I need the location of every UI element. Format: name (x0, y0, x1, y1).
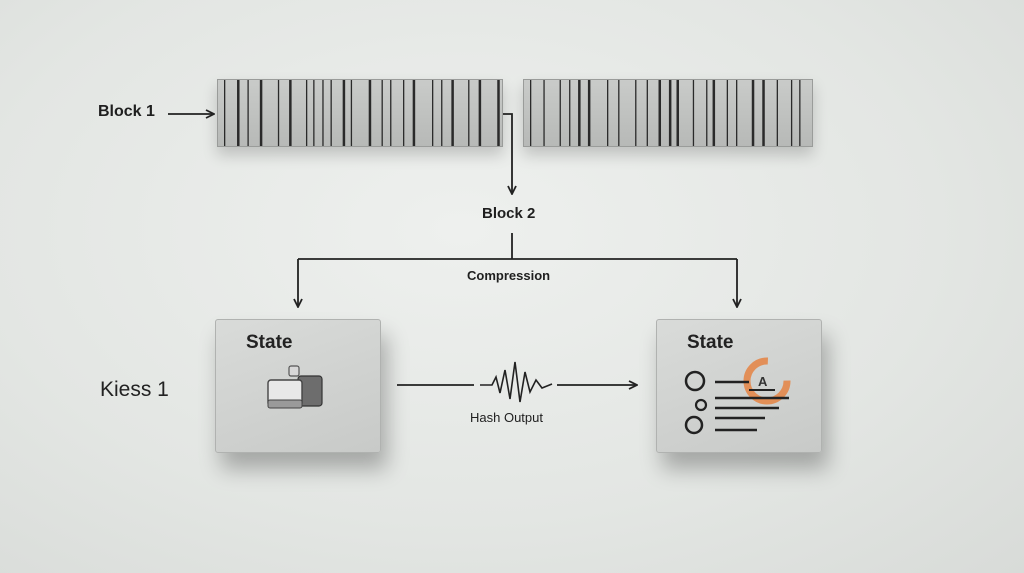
block-1-data-bar (217, 79, 503, 147)
barcode-stripe (692, 80, 695, 146)
state-tile-right: State A (656, 319, 822, 453)
barcode-stripe (451, 80, 454, 146)
svg-text:A: A (758, 374, 768, 389)
state-title-right: State (687, 332, 734, 353)
barcode-stripe (289, 80, 292, 146)
hash-waveform-icon (480, 361, 553, 403)
barcode-stripe (530, 80, 532, 146)
state-output-icon: A (684, 357, 791, 435)
barcode-stripe (259, 80, 263, 146)
barcode-stripe (790, 80, 793, 146)
compression-label: Compression (467, 268, 551, 283)
hash-output-label: Hash Output (470, 410, 543, 425)
barcode-stripe (497, 80, 500, 146)
barcode-stripes-right (530, 80, 801, 146)
state-title-left: State (246, 332, 293, 353)
barcode-stripe (432, 80, 434, 146)
block-1-label: Block 1 (98, 103, 155, 120)
barcode-stripe (441, 80, 443, 146)
barcode-stripe (543, 80, 545, 146)
barcode-stripe (368, 80, 372, 146)
barcode-stripe (776, 80, 778, 146)
barcode-stripe (478, 80, 482, 146)
barcode-stripe (237, 80, 240, 146)
barcode-stripe (607, 80, 609, 146)
barcode-stripe (668, 80, 672, 146)
barcode-stripe (569, 80, 571, 146)
barcode-stripe (646, 80, 648, 146)
barcode-stripe (322, 80, 324, 146)
barcode-stripe (381, 80, 383, 146)
barcode-stripe (305, 80, 308, 146)
barcode-stripe (658, 80, 662, 146)
barcode-stripe (676, 80, 679, 146)
barcode-stripe (403, 80, 405, 146)
barcode-stripe (706, 80, 708, 146)
barcode-stripe (712, 80, 716, 146)
barcode-stripe (578, 80, 581, 146)
barcode-stripes-left (224, 80, 500, 146)
block-2-label: Block 2 (482, 205, 536, 222)
barcode-stripe (412, 80, 416, 146)
barcode-stripe (799, 80, 801, 146)
barcode-stripe (587, 80, 591, 146)
barcode-stripe (762, 80, 765, 146)
barcode-stripe (635, 80, 637, 146)
block-2-arrow (503, 113, 512, 193)
state-cubes-icon (267, 365, 323, 409)
barcode-stripe (390, 80, 392, 146)
barcode-stripe (736, 80, 738, 146)
barcode-stripe (277, 80, 280, 146)
barcode-stripe (350, 80, 353, 146)
barcode-stripe (313, 80, 315, 146)
side-label: Kiess 1 (100, 378, 169, 401)
barcode-stripe (618, 80, 620, 146)
barcode-stripe (559, 80, 561, 146)
barcode-stripe (726, 80, 729, 146)
barcode-stripe (342, 80, 346, 146)
block-2-data-bar (523, 79, 813, 147)
barcode-stripe (468, 80, 470, 146)
state-tile-left: State (215, 319, 381, 453)
barcode-stripe (330, 80, 332, 146)
barcode-stripe (247, 80, 249, 146)
barcode-stripe (751, 80, 755, 146)
barcode-stripe (224, 80, 226, 146)
